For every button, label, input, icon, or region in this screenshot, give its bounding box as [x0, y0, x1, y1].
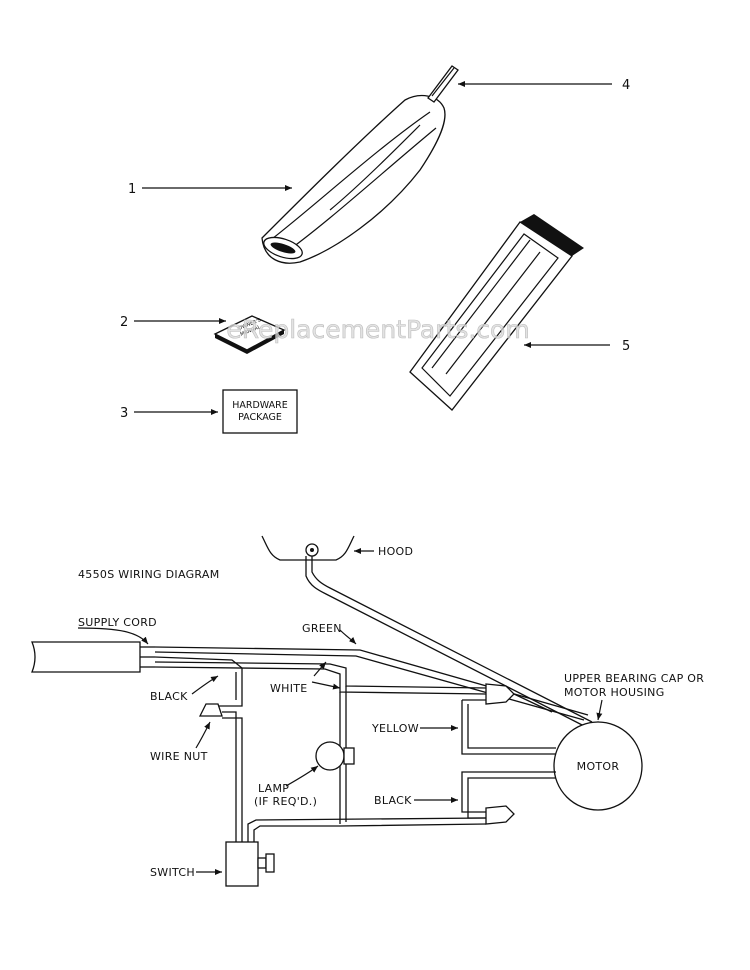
- label-wire-nut: WIRE NUT: [150, 750, 208, 763]
- callout-1: 1: [128, 182, 136, 197]
- hardware-line-1: HARDWARE: [232, 400, 288, 411]
- part-5-filter: [409, 214, 584, 411]
- callout-5: 5: [622, 339, 630, 354]
- part-3-hardware-package: HARDWARE PACKAGE: [222, 389, 298, 434]
- hood: [261, 535, 355, 561]
- label-switch: SWITCH: [150, 866, 195, 879]
- wiring-title: 4550S WIRING DIAGRAM: [78, 568, 220, 581]
- part-2-label-card: OWNER'S MANUAL: [213, 315, 286, 354]
- label-green: GREEN: [302, 622, 342, 635]
- label-black-top: BLACK: [150, 690, 188, 703]
- callout-2: 2: [120, 315, 128, 330]
- label-upper-bearing-1: UPPER BEARING CAP OR: [564, 672, 704, 685]
- label-yellow: YELLOW: [371, 722, 419, 735]
- lamp: [315, 741, 345, 771]
- wire-nut-left: [198, 703, 223, 717]
- hardware-line-2: PACKAGE: [238, 412, 282, 423]
- label-lamp-1: LAMP: [258, 782, 289, 795]
- watermark: eReplacementParts.com: [226, 315, 529, 344]
- label-black-bottom: BLACK: [374, 794, 412, 807]
- label-white: WHITE: [270, 682, 308, 695]
- switch: [225, 841, 275, 887]
- supply-cord-body: [31, 641, 155, 673]
- motor: [553, 721, 643, 811]
- label-lamp-2: (IF REQ'D.): [254, 795, 317, 808]
- label-hood: HOOD: [378, 545, 413, 558]
- label-motor: MOTOR: [577, 760, 620, 773]
- wire-nut-bottom: [485, 805, 515, 825]
- part-4-clip: [427, 65, 459, 103]
- label-upper-bearing-2: MOTOR HOUSING: [564, 686, 665, 699]
- wire-nut-top: [485, 683, 515, 705]
- part-1-bag: [261, 94, 446, 264]
- label-supply-cord: SUPPLY CORD: [78, 616, 157, 629]
- callout-3: 3: [120, 406, 128, 421]
- callout-4: 4: [622, 78, 630, 93]
